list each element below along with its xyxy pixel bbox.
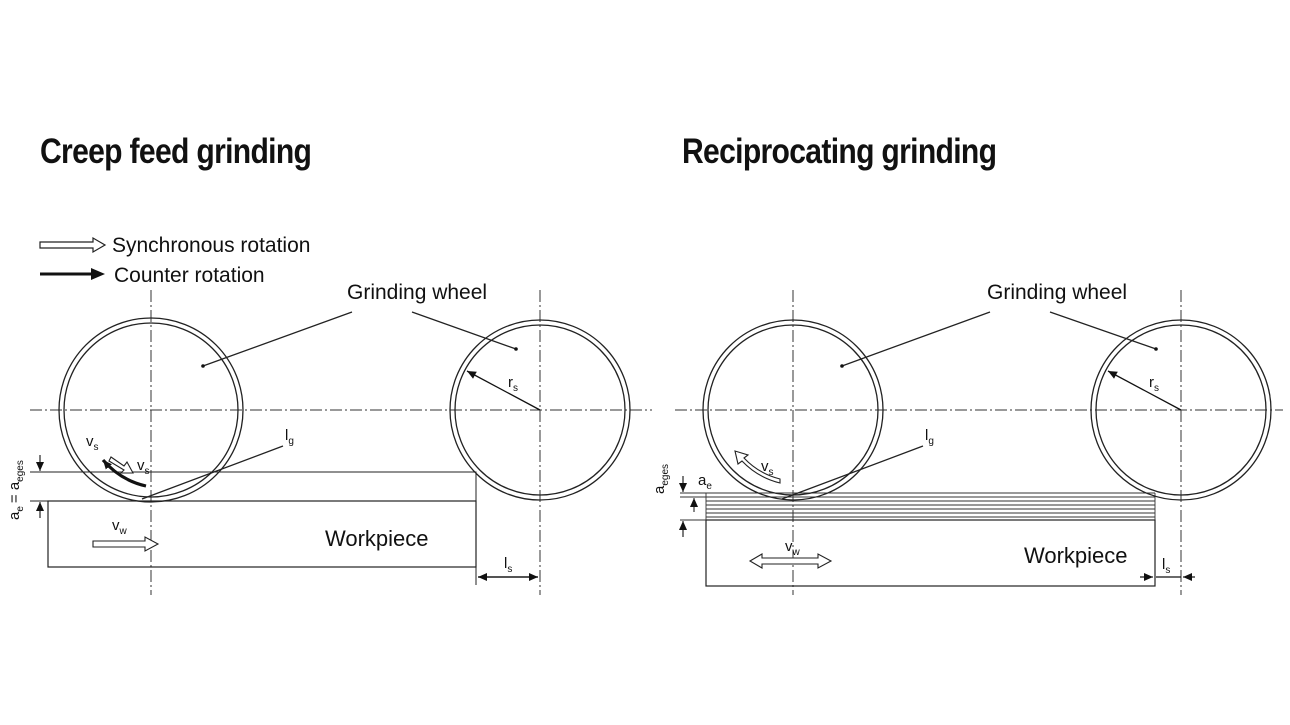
stock-layers xyxy=(680,492,1156,521)
workpiece xyxy=(47,500,477,568)
counter-rotation-arrow-icon xyxy=(101,458,147,488)
counter-rotation-arrow-icon xyxy=(40,268,105,280)
leader-line xyxy=(411,311,517,350)
radius-arrow xyxy=(1107,370,1182,411)
aeges-symbol: aeges xyxy=(651,464,671,494)
workpiece-label: Workpiece xyxy=(325,526,429,551)
reciprocating-feed-arrow-icon xyxy=(748,553,833,569)
grinding-wheel-label: Grinding wheel xyxy=(347,281,487,304)
rs-symbol: rs xyxy=(1149,374,1159,394)
radius-arrow xyxy=(466,370,541,411)
ae-symbol: ae xyxy=(698,472,712,492)
grinding-wheel-label: Grinding wheel xyxy=(987,281,1127,304)
feed-direction-arrow-icon xyxy=(92,536,160,552)
vw-symbol: vw xyxy=(112,517,128,537)
grinding-wheel-2 xyxy=(1090,319,1272,501)
synchronous-rotation-arrow-icon xyxy=(734,450,781,484)
leader-line xyxy=(1049,311,1157,350)
grinding-wheel-2 xyxy=(449,319,631,501)
contact-length-leader xyxy=(141,445,284,500)
vw-symbol: vw xyxy=(785,538,801,558)
rs-symbol: rs xyxy=(508,374,518,394)
title-creep-feed: Creep feed grinding xyxy=(40,132,312,171)
synchronous-rotation-arrow-icon xyxy=(108,456,134,474)
contact-length-leader xyxy=(781,445,924,500)
ls-symbol: ls xyxy=(504,555,512,575)
creep-feed-diagram: Grinding wheel rs lg vs vs vw Workpiece … xyxy=(6,281,652,595)
vs-symbol: vs xyxy=(761,458,774,478)
lg-symbol: lg xyxy=(285,427,294,447)
depth-of-cut-label: ae= aeges xyxy=(6,460,26,520)
legend-counter-label: Counter rotation xyxy=(114,264,265,287)
legend: Synchronous rotation Counter rotation xyxy=(39,234,310,287)
legend-synchronous-label: Synchronous rotation xyxy=(112,234,310,257)
leader-line xyxy=(202,311,353,367)
ls-symbol: ls xyxy=(1162,556,1170,576)
reciprocating-diagram: Grinding wheel rs lg vs vw Workpiece ae … xyxy=(651,281,1283,595)
workpiece-label: Workpiece xyxy=(1024,543,1128,568)
synchronous-rotation-arrow-icon xyxy=(39,236,107,254)
title-reciprocating: Reciprocating grinding xyxy=(682,132,997,171)
vs-sync-symbol: vs xyxy=(137,457,150,477)
stock-layer xyxy=(44,471,477,501)
vs-counter-symbol: vs xyxy=(86,433,99,453)
workpiece xyxy=(705,519,1156,587)
grinding-wheel-1 xyxy=(58,317,244,503)
lg-symbol: lg xyxy=(925,427,934,447)
grinding-wheel-1 xyxy=(702,319,884,501)
leader-line xyxy=(841,311,991,367)
